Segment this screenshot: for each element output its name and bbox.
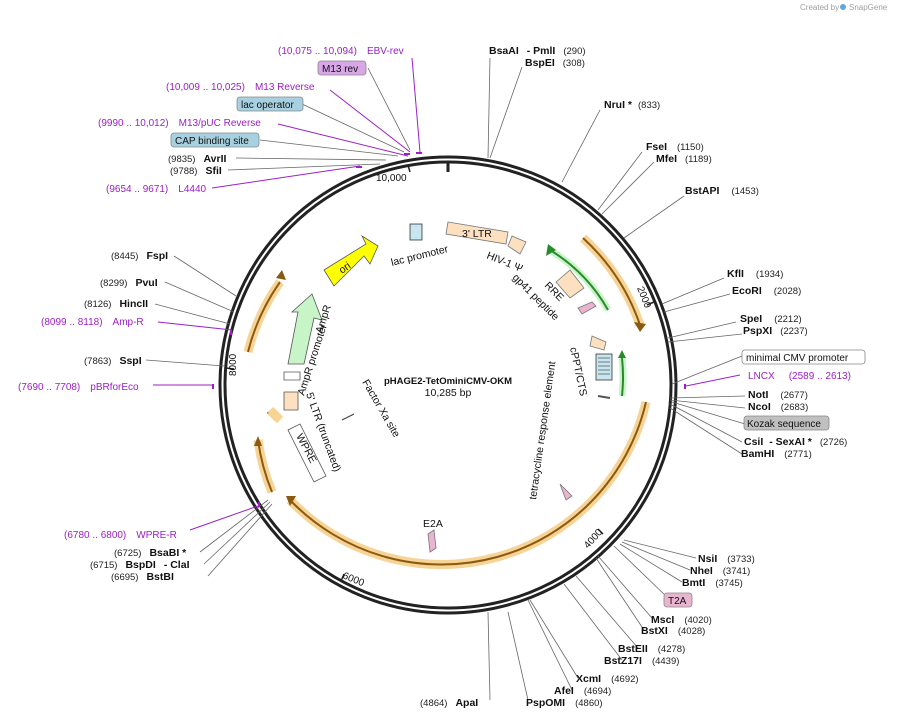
enzyme-bstapi: BstAPI(1453) [685, 185, 759, 197]
enzyme-fspi: (8445)FspI [111, 250, 168, 262]
ampr-promoter-feature [283, 371, 301, 381]
rre-feature [555, 269, 585, 299]
enzyme-kfli: KflI(1934) [727, 268, 783, 280]
kozak-label: Kozak sequence [747, 419, 821, 430]
enzyme-noti: NotI(2677) [748, 389, 808, 401]
ltr5-feature [283, 391, 299, 411]
plasmid-backbone-outer [218, 155, 678, 615]
green-feature-arrows [546, 244, 627, 397]
cap-site-box [170, 132, 260, 148]
kozak-box [743, 415, 830, 431]
snapgene-brand: SnapGene [849, 3, 888, 12]
primer-amp-r: (8099 .. 8118)Amp-R [41, 317, 144, 328]
wpre-feature [287, 423, 327, 483]
ltr3-feature [445, 221, 509, 245]
min-cmv-box [741, 349, 866, 365]
cppt-label: cPPT/CTS [567, 346, 589, 397]
enzyme-bamhi: BamHI(2771) [741, 448, 812, 460]
snapgene-logo: SnapGene [840, 3, 888, 12]
enzyme-pvui: (8299)PvuI [100, 277, 158, 289]
tick-8000: 8000 [228, 353, 239, 376]
enzyme-sfii: (9788)SfiI [170, 165, 222, 177]
e2a-label: E2A [423, 518, 443, 530]
tre-feature [595, 353, 613, 381]
enzyme-spei: SpeI(2212) [740, 313, 802, 325]
t2a-feature [559, 483, 573, 501]
primer-m13-reverse: (10,009 .. 10,025)M13 Reverse [166, 82, 315, 93]
enzyme-bstz17i: BstZ17I(4439) [604, 655, 679, 667]
t2a-box [663, 592, 693, 608]
enzyme-fsei: FseI(1150) [646, 141, 704, 153]
m13-rev-box [317, 60, 367, 76]
m13-rev-label: M13 rev [322, 64, 358, 75]
e2a-feature [427, 529, 437, 553]
enzyme-mfei: MfeI(1189) [656, 153, 712, 165]
enzyme-bsaai: BsaAI- PmlI(290) [489, 45, 586, 57]
enzyme-xcmi: XcmI(4692) [576, 673, 639, 685]
enzyme-bspdi: (6715)BspDI- ClaI [90, 559, 190, 571]
enzyme-bspei: BspEI(308) [525, 57, 585, 69]
enzyme-nrui: NruI *(833) [604, 99, 660, 111]
ori-label: ori [337, 260, 353, 277]
tick-marks [225, 164, 655, 582]
enzyme-hincii: (8126)HincII [84, 298, 148, 310]
enzyme-pspomi: PspOMI(4860) [526, 697, 603, 709]
lac-promoter-label: lac promoter [390, 243, 450, 269]
primer-lines [153, 57, 741, 531]
cap-site-label: CAP binding site [175, 136, 249, 147]
factor-xa-mark [341, 413, 355, 421]
ampr-feature [287, 293, 323, 365]
enzyme-bsteii: BstEII(4278) [618, 643, 685, 655]
ori-feature [323, 234, 379, 287]
enzyme-avrii: (9835)AvrII [168, 153, 227, 165]
cppt-feature [589, 335, 607, 351]
primer-pbrforeco: (7690 .. 7708)pBRforEco [18, 382, 139, 393]
primer-lncx: LNCX(2589 .. 2613) [748, 371, 851, 382]
t2a-label: T2A [668, 596, 687, 607]
gp41-feature [577, 301, 597, 315]
enzyme-pspxi: PspXI(2237) [743, 325, 808, 337]
enzyme-bmti: BmtI(3745) [682, 577, 743, 589]
primer-ebv-rev: (10,075 .. 10,094)EBV-rev [278, 46, 404, 57]
leader-lines [145, 57, 746, 701]
lac-operator-feature [409, 223, 423, 241]
enzyme-bsabi: (6725)BsaBI * [114, 547, 187, 559]
created-by-text: Created by [800, 3, 839, 12]
lac-operator-label: lac operator [241, 100, 294, 111]
enzyme-msci: MscI(4020) [651, 614, 712, 626]
ltr3-label: 3' LTR [462, 228, 492, 240]
primer-l4440: (9654 .. 9671)L4440 [106, 184, 207, 195]
enzyme-ncoi: NcoI(2683) [748, 401, 808, 413]
enzyme-ecori: EcoRI(2028) [732, 285, 801, 297]
tre-stripes [598, 357, 610, 375]
min-cmv-label: minimal CMV promoter [746, 353, 849, 364]
enzyme-sspi: (7863)SspI [84, 355, 142, 367]
lac-operator-box [236, 96, 304, 112]
enzyme-nhei: NheI(3741) [690, 565, 750, 577]
hiv-psi-feature [507, 235, 527, 255]
tre-label: tetracycline response element [527, 361, 558, 501]
plasmid-length: 10,285 bp [425, 387, 472, 399]
enzyme-bstxi: BstXI(4028) [641, 625, 705, 637]
primer-m13-puc-reverse: (9990 .. 10,012)M13/pUC Reverse [98, 118, 261, 129]
orf-arcs [243, 234, 651, 569]
enzyme-bstbi: (6695)BstBI [111, 571, 174, 583]
plasmid-name: pHAGE2-TetOminiCMV-OKM [384, 376, 512, 387]
primer-wpre-r: (6780 .. 6800)WPRE-R [64, 530, 177, 541]
enzyme-apai: (4864)ApaI [420, 697, 478, 709]
tick-10000: 10,000 [376, 173, 407, 184]
kozak-mark [597, 395, 611, 399]
enzyme-csii: CsiI- SexAI *(2726) [744, 436, 847, 448]
enzyme-nsii: NsiI(3733) [698, 553, 755, 565]
enzyme-afei: AfeI(4694) [554, 685, 611, 697]
